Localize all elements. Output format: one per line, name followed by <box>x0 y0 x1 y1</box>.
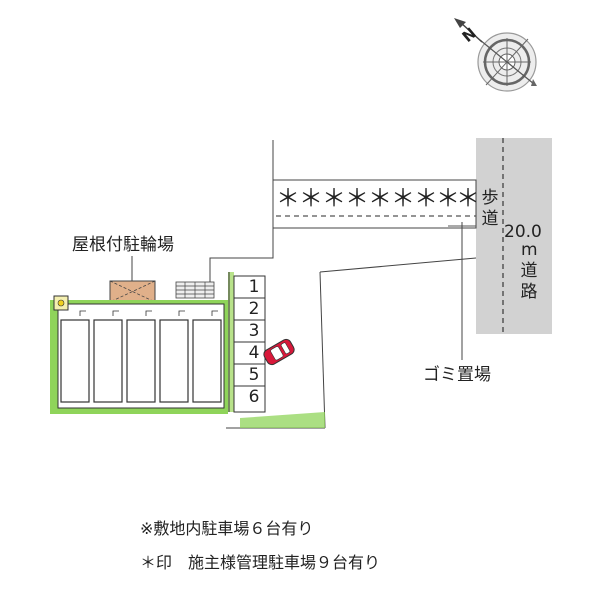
road-char-1: 道 <box>520 261 538 281</box>
car-icon <box>263 338 295 366</box>
parking-space-4: 4 <box>248 343 260 363</box>
road-width-unit: m <box>521 240 538 260</box>
unit-balcony-marks <box>79 310 218 316</box>
owner-space-5: ＊ <box>368 184 392 212</box>
walkway-green <box>228 272 234 412</box>
property-boundary-right <box>319 257 477 273</box>
sidewalk-char-2: 道 <box>481 209 499 229</box>
stairs <box>175 281 215 299</box>
compass-icon <box>454 18 537 92</box>
owner-space-3: ＊ <box>322 184 346 212</box>
bicycle-parking-cross-1 <box>109 280 156 303</box>
bicycle-parking-cross-2 <box>109 280 156 303</box>
note-onsite-parking: ※敷地内駐車場６台有り <box>140 519 314 538</box>
owner-space-2: ＊ <box>299 184 323 212</box>
garbage-label: ゴミ置場 <box>423 365 491 385</box>
road-label: 道 路 <box>519 261 539 303</box>
parking-grid <box>233 275 266 413</box>
road <box>476 138 552 334</box>
building-units <box>60 319 222 403</box>
parking-space-2: 2 <box>248 299 260 319</box>
road-char-2: 路 <box>520 282 538 302</box>
bicycle-parking-label: 屋根付駐輪場 <box>72 235 174 255</box>
parking-space-6: 6 <box>248 387 260 407</box>
owner-space-9: ＊ <box>456 184 480 212</box>
owner-space-6: ＊ <box>391 184 415 212</box>
owner-space-1: ＊ <box>276 184 300 212</box>
parking-space-1: 1 <box>248 277 260 297</box>
building-corner-mark <box>57 299 65 307</box>
owner-space-7: ＊ <box>414 184 438 212</box>
green-strip-bottom-right <box>240 412 325 428</box>
property-boundary <box>209 140 274 288</box>
owner-space-4: ＊ <box>345 184 369 212</box>
property-boundary-diagonal <box>319 271 326 429</box>
owner-parking-frame <box>272 179 477 229</box>
sidewalk-char-1: 歩 <box>481 188 499 208</box>
parking-space-5: 5 <box>248 365 260 385</box>
parking-space-3: 3 <box>248 321 260 341</box>
note-owner-parking: ＊印 施主様管理駐車場９台有り <box>140 553 381 572</box>
owner-space-8: ＊ <box>436 184 460 212</box>
road-width-label: 20.0 <box>504 222 542 242</box>
sidewalk-label: 歩 道 <box>480 188 500 230</box>
